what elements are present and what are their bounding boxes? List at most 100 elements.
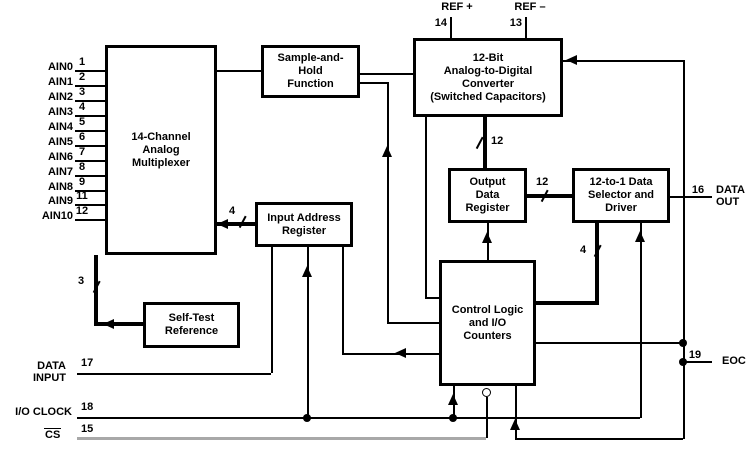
ain2-pin-wire (75, 100, 105, 102)
wire-control-eoc-out (536, 342, 683, 344)
ref-minus-label: REF – (514, 1, 546, 13)
wire-sample-hold-to-adc (360, 73, 413, 75)
multiplexer-block: 14-Channel Analog Multiplexer (105, 45, 217, 255)
arrow-clock-into-selector-icon (634, 231, 645, 242)
bus-output-register-to-selector (527, 194, 572, 198)
ain3-pin-number: 4 (78, 101, 86, 113)
ain7-pin-wire (75, 175, 105, 177)
ain1-pin-wire (75, 85, 105, 87)
wire-eoc-feedback-to-adc (563, 60, 683, 62)
data-selector-block: 12-to-1 Data Selector and Driver (572, 168, 670, 223)
wire-io-clock-to-selector (640, 223, 642, 418)
wire-io-clock-to-register (307, 247, 309, 417)
ref-minus-pin-number: 13 (509, 17, 522, 29)
ain5-pin-label: AIN5 (47, 136, 73, 148)
wire-cs-to-bubble (486, 397, 488, 438)
arrow-clock-into-control-icon (447, 394, 458, 405)
bus-width-self-test: 3 (78, 275, 85, 287)
ain0-pin-label: AIN0 (47, 61, 73, 73)
ain5-pin-number: 6 (78, 131, 86, 143)
ain9-pin-wire (75, 204, 105, 206)
ref-plus-pin-wire (450, 17, 452, 38)
ain6-pin-wire (75, 160, 105, 162)
ref-minus-pin-wire (525, 17, 527, 38)
output-data-register-block: Output Data Register (448, 168, 527, 223)
data-out-pin-label: DATA OUT (716, 184, 745, 208)
arrow-control-to-register-icon (395, 347, 406, 358)
bus-width-adc-output: 12 (491, 135, 504, 147)
wire-data-input-rail (77, 373, 271, 375)
bus-self-test-h (94, 322, 143, 326)
wire-sample-hold-control-v (387, 82, 389, 322)
ain10-pin-label: AIN10 (41, 210, 73, 222)
ain3-pin-wire (75, 115, 105, 117)
junction-dot-register-clock (303, 414, 311, 422)
io-clock-pin-number: 18 (81, 401, 94, 413)
wire-sample-hold-control-h (360, 82, 387, 84)
arrow-feedback-into-control-icon (509, 419, 520, 430)
data-input-pin-number: 17 (81, 357, 94, 369)
junction-dot-eoc-lower (679, 358, 687, 366)
ain5-pin-wire (75, 145, 105, 147)
ain0-pin-wire (75, 70, 105, 72)
data-out-pin-number: 16 (691, 184, 705, 196)
eoc-pin-label: EOC (722, 355, 746, 367)
ain0-pin-number: 1 (78, 56, 86, 68)
wire-io-clock-rail (77, 417, 640, 419)
input-address-register-block: Input Address Register (255, 202, 353, 247)
wire-cs-rail (77, 437, 486, 440)
arrow-eoc-into-adc-icon (566, 54, 577, 65)
ain9-pin-label: AIN9 (47, 195, 73, 207)
active-low-bubble-icon (482, 388, 491, 397)
arrow-into-mux-icon (217, 218, 228, 229)
ain10-pin-number: 12 (75, 205, 89, 217)
ain10-pin-wire (75, 219, 105, 221)
bus-control-to-selector-h (536, 301, 599, 305)
junction-dot-eoc-upper (679, 339, 687, 347)
chip-select-pin-number: 15 (81, 423, 94, 435)
wire-control-to-register-v (342, 247, 344, 353)
bus-width-selector-control: 4 (580, 244, 587, 256)
ain3-pin-label: AIN3 (47, 106, 73, 118)
ref-plus-label: REF + (441, 1, 473, 13)
bus-address-register-to-mux (217, 222, 255, 226)
ain9-pin-number: 11 (76, 190, 88, 202)
self-test-reference-block: Self-Test Reference (143, 302, 240, 348)
arrow-into-output-register-icon (481, 232, 492, 243)
sample-hold-block: Sample-and- Hold Function (261, 45, 360, 98)
wire-eoc-vertical-rail (683, 60, 685, 439)
bus-control-to-selector-v (595, 223, 599, 305)
ain4-pin-label: AIN4 (47, 121, 73, 133)
wire-eoc-feedback-to-control (515, 386, 517, 438)
wire-eoc-pin-stub (683, 361, 712, 363)
bus-width-address: 4 (229, 205, 236, 217)
ain7-pin-label: AIN7 (47, 166, 73, 178)
wire-adc-to-control-h (425, 297, 439, 299)
wire-eoc-feedback-bottom (515, 438, 683, 440)
ain6-pin-label: AIN6 (47, 151, 73, 163)
ain6-pin-number: 7 (78, 146, 86, 158)
data-input-pin-label: DATA INPUT (33, 360, 66, 384)
io-clock-pin-label: I/O CLOCK (15, 406, 72, 418)
wire-data-input-to-register (271, 247, 273, 373)
wire-control-to-sample-hold (387, 322, 439, 324)
chip-select-pin-label: CS (44, 428, 62, 441)
wire-mux-to-sample-hold (217, 70, 261, 72)
ain7-pin-number: 8 (78, 161, 86, 173)
wire-data-out-pin-stub (670, 196, 712, 198)
arrow-into-address-register-icon (301, 266, 312, 277)
wire-adc-to-control-v (425, 117, 427, 297)
ref-plus-pin-number: 14 (434, 17, 447, 29)
wire-control-to-register-h (342, 353, 439, 355)
adc-block: 12-Bit Analog-to-Digital Converter (Swit… (413, 38, 563, 117)
arrow-control-to-sample-hold-icon (381, 146, 392, 157)
ain4-pin-number: 5 (78, 116, 86, 128)
ain8-pin-number: 9 (78, 176, 86, 188)
ain1-pin-label: AIN1 (47, 76, 73, 88)
bus-self-test-v (94, 255, 98, 326)
junction-dot-control-clock (449, 414, 457, 422)
ain8-pin-wire (75, 190, 105, 192)
eoc-pin-number: 19 (688, 349, 702, 361)
bus-adc-to-output-register (483, 117, 487, 168)
